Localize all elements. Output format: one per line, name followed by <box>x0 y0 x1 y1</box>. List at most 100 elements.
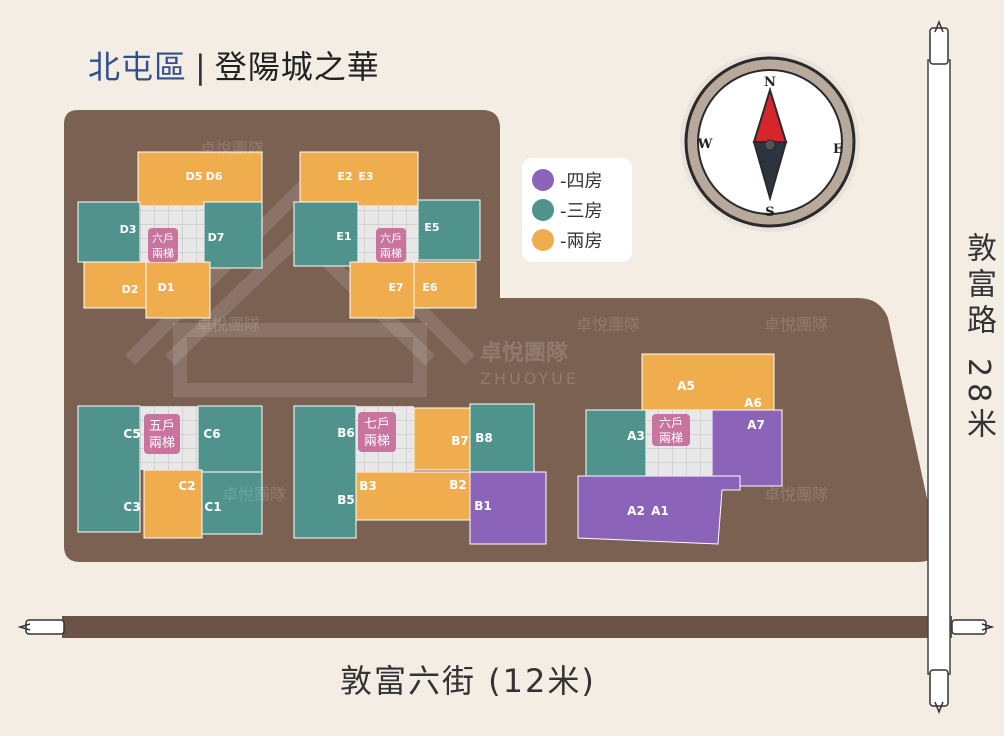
unit-label: B6 <box>337 426 355 440</box>
unit-c5-block <box>77 405 141 533</box>
compass-west-label: W <box>697 137 713 152</box>
unit-label: D6 <box>206 170 223 183</box>
unit-label: B8 <box>475 431 493 445</box>
unit-b1-block <box>469 471 547 545</box>
unit-c6-block <box>197 405 263 473</box>
district-name: 北屯區 <box>88 48 188 86</box>
unit-a5-a6-block <box>641 353 775 411</box>
watermark-text: 卓悅團隊 <box>222 485 286 504</box>
watermark-text: 卓悅團隊 <box>764 485 828 504</box>
unit-e5-block <box>417 199 481 261</box>
unit-label: E2 <box>337 170 352 183</box>
unit-e2-e3-block <box>299 151 419 207</box>
compass-south-label: S <box>765 205 774 220</box>
core-c-label-line2: 兩梯 <box>149 436 175 451</box>
unit-label: D3 <box>120 223 137 236</box>
unit-label: A6 <box>744 396 762 410</box>
unit-label: A1 <box>651 504 669 518</box>
unit-label: C6 <box>203 427 220 441</box>
unit-label: C3 <box>123 500 140 514</box>
unit-label: C5 <box>123 427 140 441</box>
core-c-label-bg <box>144 414 180 454</box>
bottom-road-label: 敦富六街 (12米) <box>340 662 596 700</box>
building-e: 六戶 兩梯 E2 E3 E1 E5 E7 E6 <box>293 151 481 319</box>
compass-north-label: N <box>764 75 776 90</box>
watermark-center: 卓悅團隊 <box>480 340 569 366</box>
unit-d5-d6-block <box>137 151 263 207</box>
unit-b6-b5-block <box>293 405 357 539</box>
unit-a3-block <box>585 409 647 477</box>
unit-label: D7 <box>208 231 225 244</box>
unit-d7-block <box>203 201 263 269</box>
core-b-label-line1: 七戶 <box>364 417 390 432</box>
unit-d1-block <box>145 261 211 319</box>
unit-label: E3 <box>358 170 373 183</box>
watermark-text: 卓悅團隊 <box>576 315 640 334</box>
right-road-label: 敦富路 28米 <box>958 232 998 444</box>
unit-label: B3 <box>359 479 377 493</box>
core-b-label-line2: 兩梯 <box>364 434 390 449</box>
pointing-hand-up-icon <box>929 19 949 65</box>
watermark-text: 卓悅團隊 <box>200 139 264 158</box>
unit-label: D2 <box>122 283 139 296</box>
title-separator: | <box>195 48 207 86</box>
right-road-name: 敦富路 <box>961 232 996 340</box>
bottom-road <box>62 616 952 638</box>
legend-item-three-room: -三房 <box>532 196 603 224</box>
unit-c2-block <box>143 469 203 539</box>
watermark-center-latin: ZHUOYUE <box>480 369 579 388</box>
unit-label: B5 <box>337 493 355 507</box>
right-road <box>927 59 951 675</box>
core-d-label-line1: 六戶 <box>152 232 174 245</box>
legend-swatch-icon <box>532 169 554 191</box>
unit-label: A7 <box>747 418 765 432</box>
project-name: 登陽城之華 <box>214 48 380 86</box>
core-a-label-bg <box>652 414 690 446</box>
unit-label: E6 <box>422 281 438 294</box>
core-e-label-line2: 兩梯 <box>380 247 402 260</box>
unit-label: A3 <box>627 429 645 443</box>
core-b-label-bg <box>358 412 396 452</box>
legend-label: -兩房 <box>560 231 603 252</box>
watermark-text: 卓悅團隊 <box>196 315 260 334</box>
right-road-width: 28米 <box>961 358 996 445</box>
unit-label: D1 <box>158 281 175 294</box>
legend-swatch-icon <box>532 229 554 251</box>
unit-a2-a1-block <box>577 475 741 545</box>
building-a: 六戶 兩梯 A5 A6 A3 A7 A2 A1 <box>577 353 783 545</box>
unit-label: D5 <box>186 170 203 183</box>
unit-e1-block <box>293 201 359 267</box>
watermarks: 卓悅團隊 卓悅團隊 卓悅團隊 卓悅團隊 卓悅團隊 卓悅團隊 卓悅團隊 ZHUOY… <box>196 139 828 504</box>
core-a-label-line2: 兩梯 <box>659 431 683 445</box>
page-title: 北屯區|登陽城之華 <box>88 42 380 88</box>
building-c: 五戶 兩梯 C5 C6 C2 C3 C1 <box>77 405 263 539</box>
pointing-hand-left-icon <box>17 619 65 635</box>
core-c-label-line1: 五戶 <box>149 419 175 434</box>
unit-label: B1 <box>474 499 492 513</box>
building-d: 六戶 兩梯 D5 D6 D3 D7 D2 D1 <box>77 151 263 319</box>
core-e-label-line1: 六戶 <box>380 232 402 245</box>
legend-swatch-icon <box>532 199 554 221</box>
watermark-text: 卓悅團隊 <box>764 315 828 334</box>
core-e-label-bg <box>376 228 406 262</box>
legend-label: -四房 <box>560 171 603 192</box>
unit-label: A2 <box>627 504 645 518</box>
unit-a7-block <box>711 409 783 487</box>
pointing-hand-down-icon <box>929 669 949 715</box>
pointing-hand-right-icon <box>951 619 995 635</box>
unit-e7-block <box>349 261 415 319</box>
core-d-label-bg <box>148 228 178 262</box>
unit-label: E5 <box>424 221 439 234</box>
unit-label: C2 <box>178 479 195 493</box>
unit-c1-block <box>201 471 263 535</box>
core-a-label-line1: 六戶 <box>659 416 683 430</box>
legend-item-four-room: -四房 <box>532 166 603 194</box>
unit-label: A5 <box>677 379 695 393</box>
unit-label: C1 <box>204 500 221 514</box>
unit-label: B2 <box>449 478 467 492</box>
unit-e6-block <box>413 261 477 309</box>
unit-d2-block <box>83 261 147 309</box>
legend-label: -三房 <box>560 201 603 222</box>
